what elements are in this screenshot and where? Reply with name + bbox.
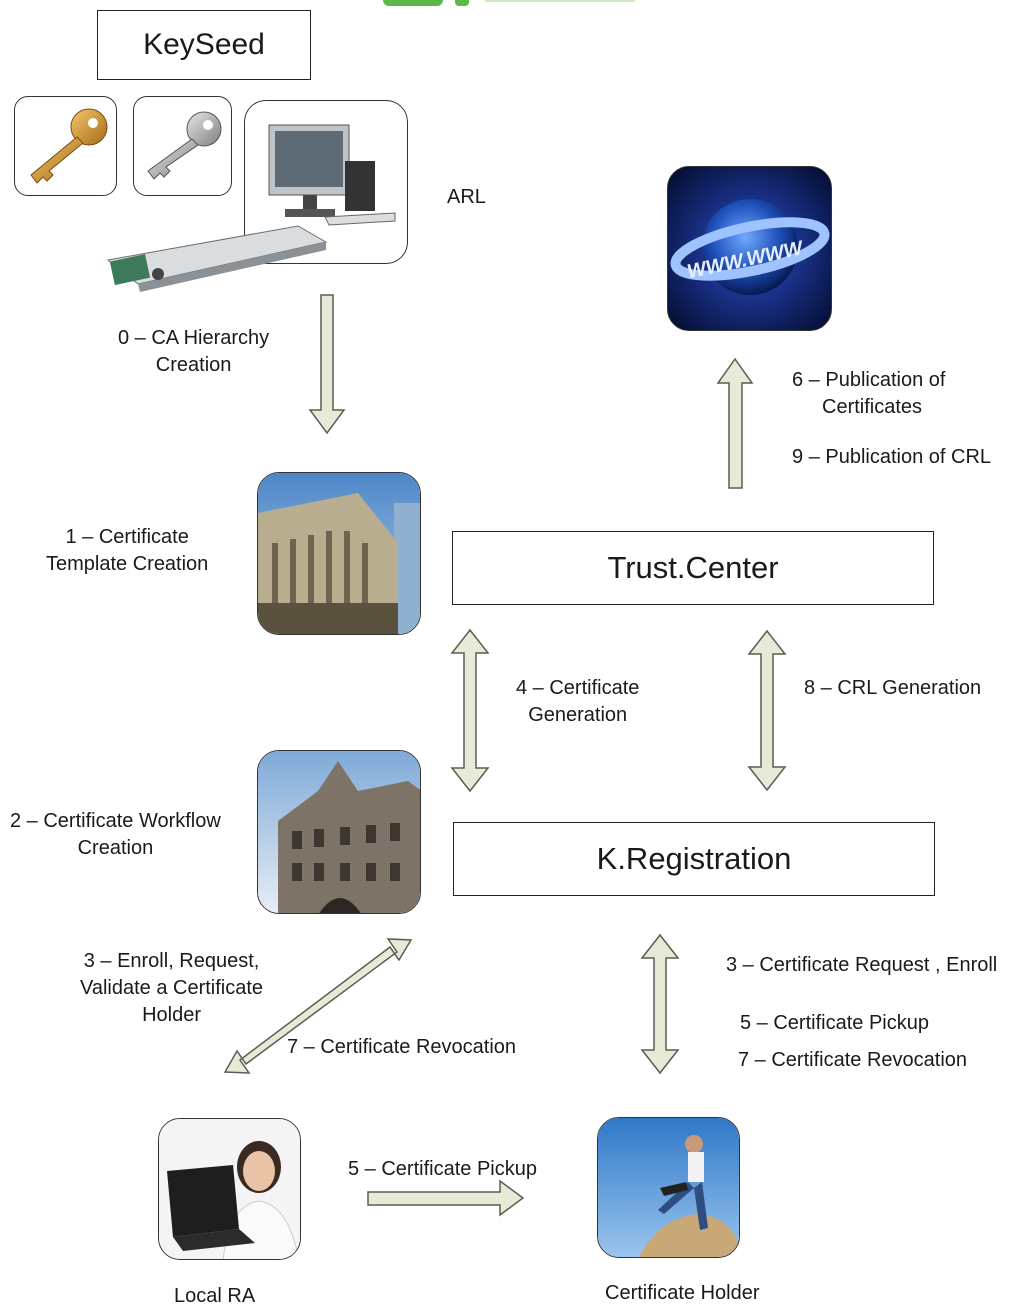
woman-laptop-icon [158,1118,301,1260]
bank-building-icon [257,472,421,635]
step5-bottom-label: 5 – Certificate Pickup [348,1158,537,1180]
silver-key-icon [133,96,232,196]
arrow-step6 [716,357,754,489]
certificate-holder-label: Certificate Holder [605,1282,760,1304]
gold-key-icon [14,96,117,196]
keyseed-label: KeySeed [143,28,265,61]
step7-left-label: 7 – Certificate Revocation [287,1036,517,1058]
trust-center-box: Trust.Center [452,531,934,605]
arrow-step4 [450,628,490,793]
green-logo-icon [383,0,635,6]
step5-right-label: 5 – Certificate Pickup [740,1012,929,1034]
arrow-step3-right [640,933,680,1075]
trust-center-label: Trust.Center [607,550,779,585]
man-laptop-icon [597,1117,740,1258]
arl-label: ARL [447,186,486,208]
step7-right-label: 7 – Certificate Revocation [738,1049,968,1071]
step9-label: 9 – Publication of CRL [792,446,992,468]
arrow-step0 [308,294,346,435]
arrow-step5-bottom [367,1179,525,1217]
k-registration-box: K.Registration [453,822,935,896]
step8-label: 8 – CRL Generation [804,677,982,699]
arrow-step3-left [223,938,413,1074]
web-globe-icon: WWW.WWW [667,166,832,331]
keyseed-box: KeySeed [97,10,311,80]
arrow-step8 [747,629,787,792]
step3-left-label: 3 – Enroll, Request,Validate a Certifica… [80,950,264,1026]
k-registration-label: K.Registration [596,841,792,876]
town-hall-icon [257,750,421,914]
hsm-card-icon [106,225,328,292]
step3-right-label: 3 – Certificate Request , Enroll [726,954,998,976]
local-ra-label: Local RA [174,1285,256,1307]
computer-hsm-icon [244,100,408,264]
